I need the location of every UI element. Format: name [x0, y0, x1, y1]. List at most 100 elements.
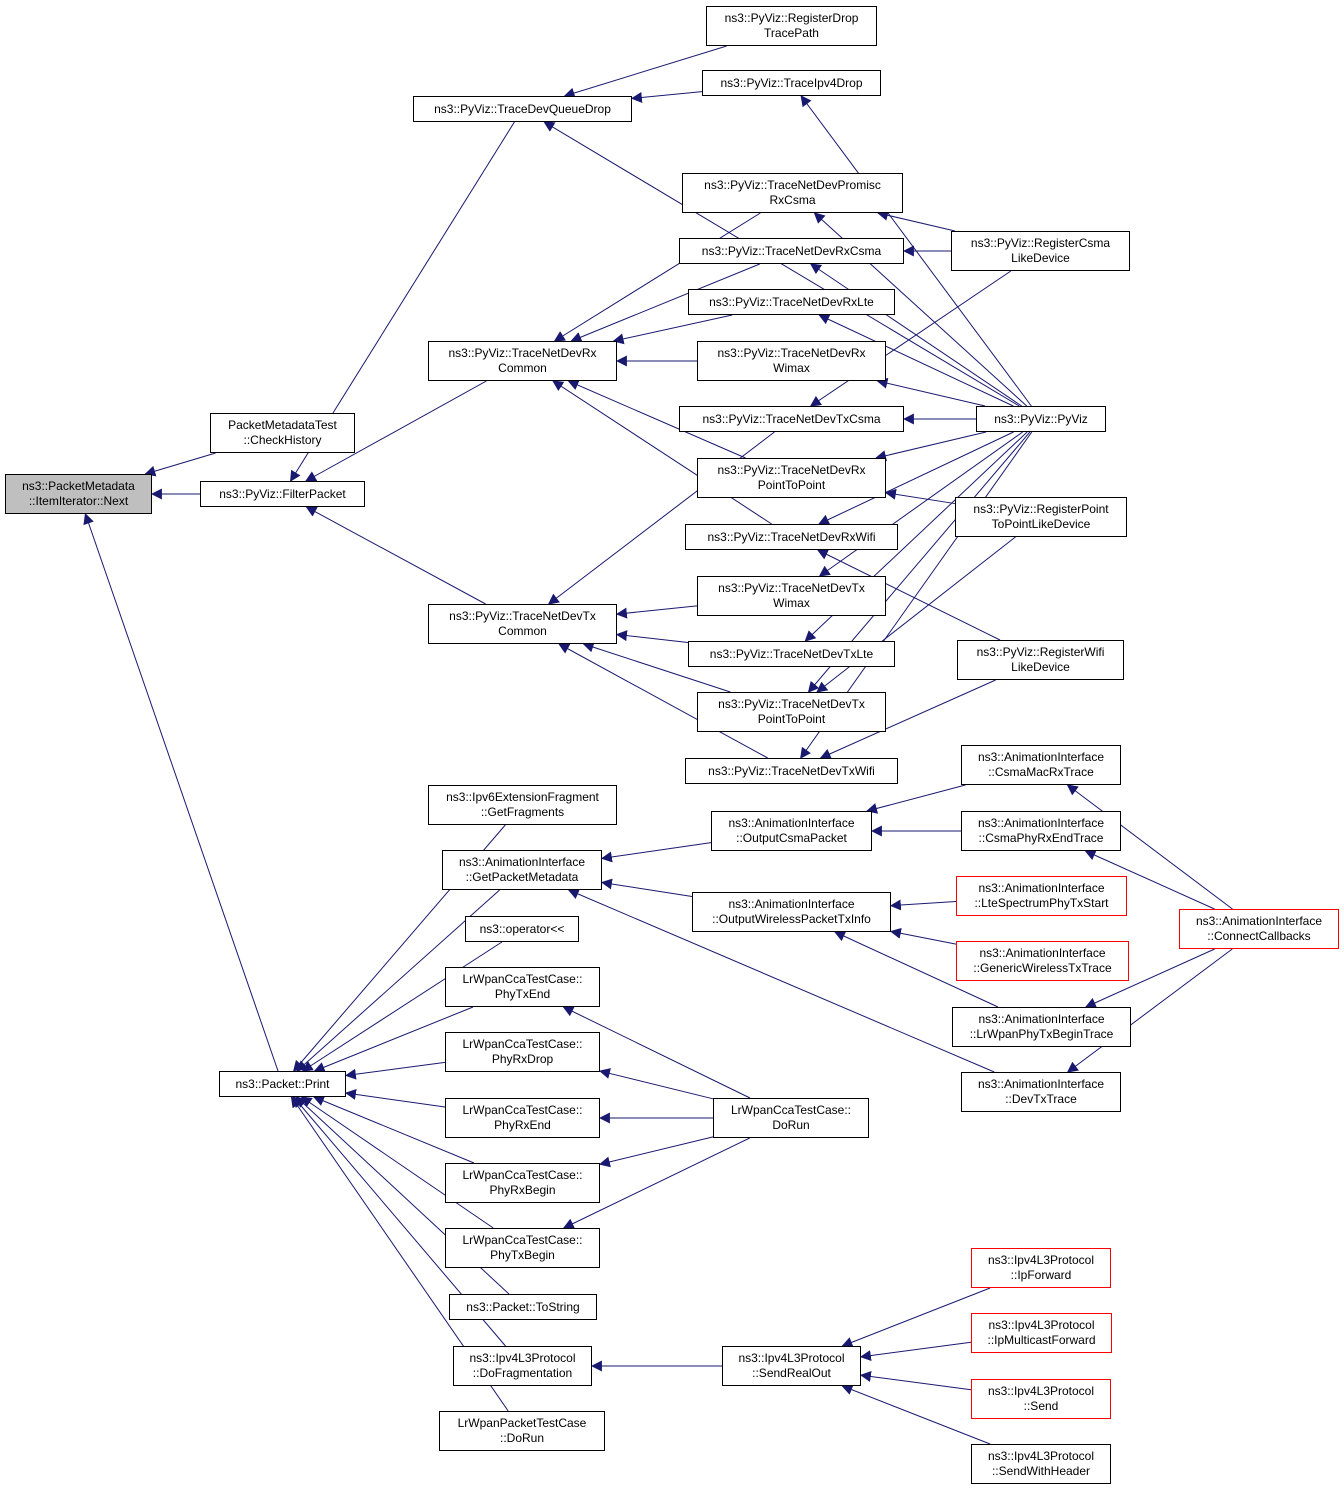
edge-n_lrwpantx-to-n_outwifi [833, 931, 999, 1008]
edge-n_pyviz-to-n_txwimax [818, 431, 1023, 577]
edge-n_regp2p-to-n_rxp2p [884, 488, 956, 505]
edge-n_ipv4drop-to-n_qdrop [630, 91, 703, 103]
node-animationinterface-outputcsmapacket[interactable]: ns3::AnimationInterface::OutputCsmaPacke… [711, 811, 872, 851]
edge-n_txp2p-to-n_txcommon [582, 641, 731, 693]
node-animationinterface-lrwpanphytxbegintrace[interactable]: ns3::AnimationInterface::LrWpanPhyTxBegi… [952, 1007, 1131, 1047]
edge-n_connect-to-n_csmamac [1066, 784, 1233, 910]
node-ipv4l3protocol-sendrealout[interactable]: ns3::Ipv4L3Protocol::SendRealOut [722, 1346, 861, 1386]
edge-n_pyviz-to-n_rxwimax [876, 377, 986, 407]
node-animationinterface-csmamacrxtrace[interactable]: ns3::AnimationInterface::CsmaMacRxTrace [961, 745, 1121, 785]
edge-n_connect-to-n_devtx [1066, 948, 1233, 1073]
edge-n_pmtest-to-n_next [144, 452, 216, 477]
edge-n_pyviz-to-n_rxp2p [875, 431, 987, 462]
edge-n_ipmcast-to-n_sendreal [859, 1341, 972, 1361]
edge-n_txwifi-to-n_txcommon [558, 643, 768, 759]
edge-n_phytxend-to-n_print [313, 1006, 474, 1073]
node-pyviz-tracenetdevtxlte[interactable]: ns3::PyViz::TraceNetDevTxLte [688, 641, 895, 667]
edge-n_regcsma-to-n_promisc [876, 209, 956, 232]
node-animationinterface-getpacketmetadata[interactable]: ns3::AnimationInterface::GetPacketMetada… [442, 850, 602, 890]
node-lrwpanpackettestcase-dorun[interactable]: LrWpanPacketTestCase::DoRun [439, 1411, 605, 1451]
edge-n_outwifi-to-n_getmeta [600, 878, 693, 897]
edge-n_outcsma-to-n_getmeta [600, 842, 712, 863]
node-animationinterface-ltespectrumphytxstart[interactable]: ns3::AnimationInterface::LteSpectrumPhyT… [956, 876, 1127, 916]
edge-n_devtx-to-n_getmeta [567, 888, 995, 1073]
edge-n_rxcommon-to-n_filter [304, 380, 487, 482]
edge-n_ccadorun-to-n_phytxbegin [562, 1137, 750, 1229]
edge-n_regcsma-to-n_txcsma [809, 270, 1012, 407]
node-pyviz-filterpacket[interactable]: ns3::PyViz::FilterPacket [200, 481, 365, 507]
node-pyviz-tracenetdevrxlte[interactable]: ns3::PyViz::TraceNetDevRxLte [688, 289, 895, 315]
edge-n_ccadorun-to-n_phytxend [562, 1006, 751, 1099]
node-ipv4l3protocol-ipforward[interactable]: ns3::Ipv4L3Protocol::IpForward [971, 1248, 1111, 1288]
edge-n_phyrxend-to-n_print [344, 1088, 446, 1108]
node-packet-print[interactable]: ns3::Packet::Print [219, 1071, 346, 1097]
node-animationinterface-csmaphyrxendtrace[interactable]: ns3::AnimationInterface::CsmaPhyRxEndTra… [961, 811, 1121, 851]
node-lrwpancca-phytxbegin[interactable]: LrWpanCcaTestCase::PhyTxBegin [445, 1228, 600, 1268]
edge-n_pyviz-to-n_rxwifi [817, 431, 1014, 525]
node-packetmetadatatest-checkhistory[interactable]: PacketMetadataTest::CheckHistory [210, 413, 355, 453]
edge-n_phytxbegin-to-n_print [300, 1096, 494, 1229]
edge-n_csmamac-to-n_outcsma [866, 784, 966, 814]
node-lrwpancca-dorun[interactable]: LrWpanCcaTestCase::DoRun [713, 1098, 869, 1138]
edge-n_rxwifi-to-n_rxcommon [552, 380, 772, 525]
node-animationinterface-genericwirelesstxtrace[interactable]: ns3::AnimationInterface::GenericWireless… [956, 941, 1129, 981]
node-pyviz-tracenetdevtxwifi[interactable]: ns3::PyViz::TraceNetDevTxWifi [685, 758, 898, 784]
node-ipv4l3protocol-ipmulticastforward[interactable]: ns3::Ipv4L3Protocol::IpMulticastForward [971, 1313, 1112, 1353]
edge-n_regdrop-to-n_qdrop [563, 45, 727, 99]
node-pyviz-tracenetdevrxcsma[interactable]: ns3::PyViz::TraceNetDevRxCsma [679, 238, 904, 264]
edge-n_pyviz-to-n_rxlte [818, 314, 1014, 407]
node-lrwpancca-phytxend[interactable]: LrWpanCcaTestCase::PhyTxEnd [445, 967, 600, 1007]
edge-n_pyviz-to-n_qdrop [543, 121, 1020, 407]
node-ipv4l3protocol-dofragmentation[interactable]: ns3::Ipv4L3Protocol::DoFragmentation [453, 1346, 592, 1386]
edge-n_ccadorun-to-n_phyrxdrop [598, 1068, 714, 1100]
node-packet-tostring[interactable]: ns3::Packet::ToString [449, 1294, 597, 1320]
edge-n_regwifi-to-n_txwifi [819, 679, 996, 759]
edge-n_phyrxbegin-to-n_print [312, 1095, 475, 1164]
node-pyviz-tracedevqueuedrop[interactable]: ns3::PyViz::TraceDevQueueDrop [413, 96, 632, 122]
edge-n_genwless-to-n_outwifi [889, 927, 957, 945]
edge-n_oplt-to-n_print [301, 941, 503, 1072]
node-lrwpancca-phyrxdrop[interactable]: LrWpanCcaTestCase::PhyRxDrop [445, 1032, 600, 1072]
node-packetmetadata-next: ns3::PacketMetadata::ItemIterator::Next [5, 474, 152, 514]
node-ipv4l3protocol-sendwithheader[interactable]: ns3::Ipv4L3Protocol::SendWithHeader [971, 1444, 1111, 1484]
edge-n_send-to-n_sendreal [859, 1371, 972, 1391]
node-animationinterface-devtxtrace[interactable]: ns3::AnimationInterface::DevTxTrace [961, 1072, 1121, 1112]
edge-n_promisc-to-n_rxcommon [553, 212, 761, 342]
node-animationinterface-outputwirelesspackettxinfo[interactable]: ns3::AnimationInterface::OutputWirelessP… [692, 892, 891, 932]
node-animationinterface-connectcallbacks[interactable]: ns3::AnimationInterface::ConnectCallback… [1179, 909, 1339, 949]
edge-n_ltespec-to-n_outwifi [889, 899, 957, 911]
edge-n_regwifi-to-n_rxwifi [816, 549, 1001, 641]
edge-n_rxp2p-to-n_rxcommon [567, 379, 746, 459]
node-ipv6extensionfragment-getfragments[interactable]: ns3::Ipv6ExtensionFragment::GetFragments [428, 785, 617, 825]
edge-n_print-to-n_next [83, 512, 279, 1072]
node-ipv4l3protocol-send[interactable]: ns3::Ipv4L3Protocol::Send [971, 1379, 1111, 1419]
edge-n_rxlte-to-n_rxcommon [612, 314, 733, 345]
edge-n_pyviz-to-n_rxcsma [809, 263, 1022, 407]
edge-n_txcommon-to-n_filter [305, 506, 486, 605]
node-pyviz-pyviz[interactable]: ns3::PyViz::PyViz [976, 406, 1106, 432]
node-pyviz-tracenetdevtxcsma[interactable]: ns3::PyViz::TraceNetDevTxCsma [679, 406, 904, 432]
node-pyviz-traceipv4drop[interactable]: ns3::PyViz::TraceIpv4Drop [702, 70, 881, 96]
edge-n_rxcsma-to-n_rxcommon [570, 263, 760, 343]
edge-n_ipfwd-to-n_sendreal [841, 1287, 991, 1348]
edge-n_txlte-to-n_txcommon [615, 630, 689, 643]
node-pyviz-tracenetdevrxwifi[interactable]: ns3::PyViz::TraceNetDevRxWifi [685, 524, 898, 550]
node-operator-lshift[interactable]: ns3::operator<< [465, 916, 579, 942]
edge-n_connect-to-n_csmaphy [1084, 850, 1215, 910]
edge-n_sendhdr-to-n_sendreal [841, 1384, 991, 1445]
node-lrwpancca-phyrxend[interactable]: LrWpanCcaTestCase::PhyRxEnd [445, 1098, 600, 1138]
node-lrwpancca-phyrxbegin[interactable]: LrWpanCcaTestCase::PhyRxBegin [445, 1163, 600, 1203]
